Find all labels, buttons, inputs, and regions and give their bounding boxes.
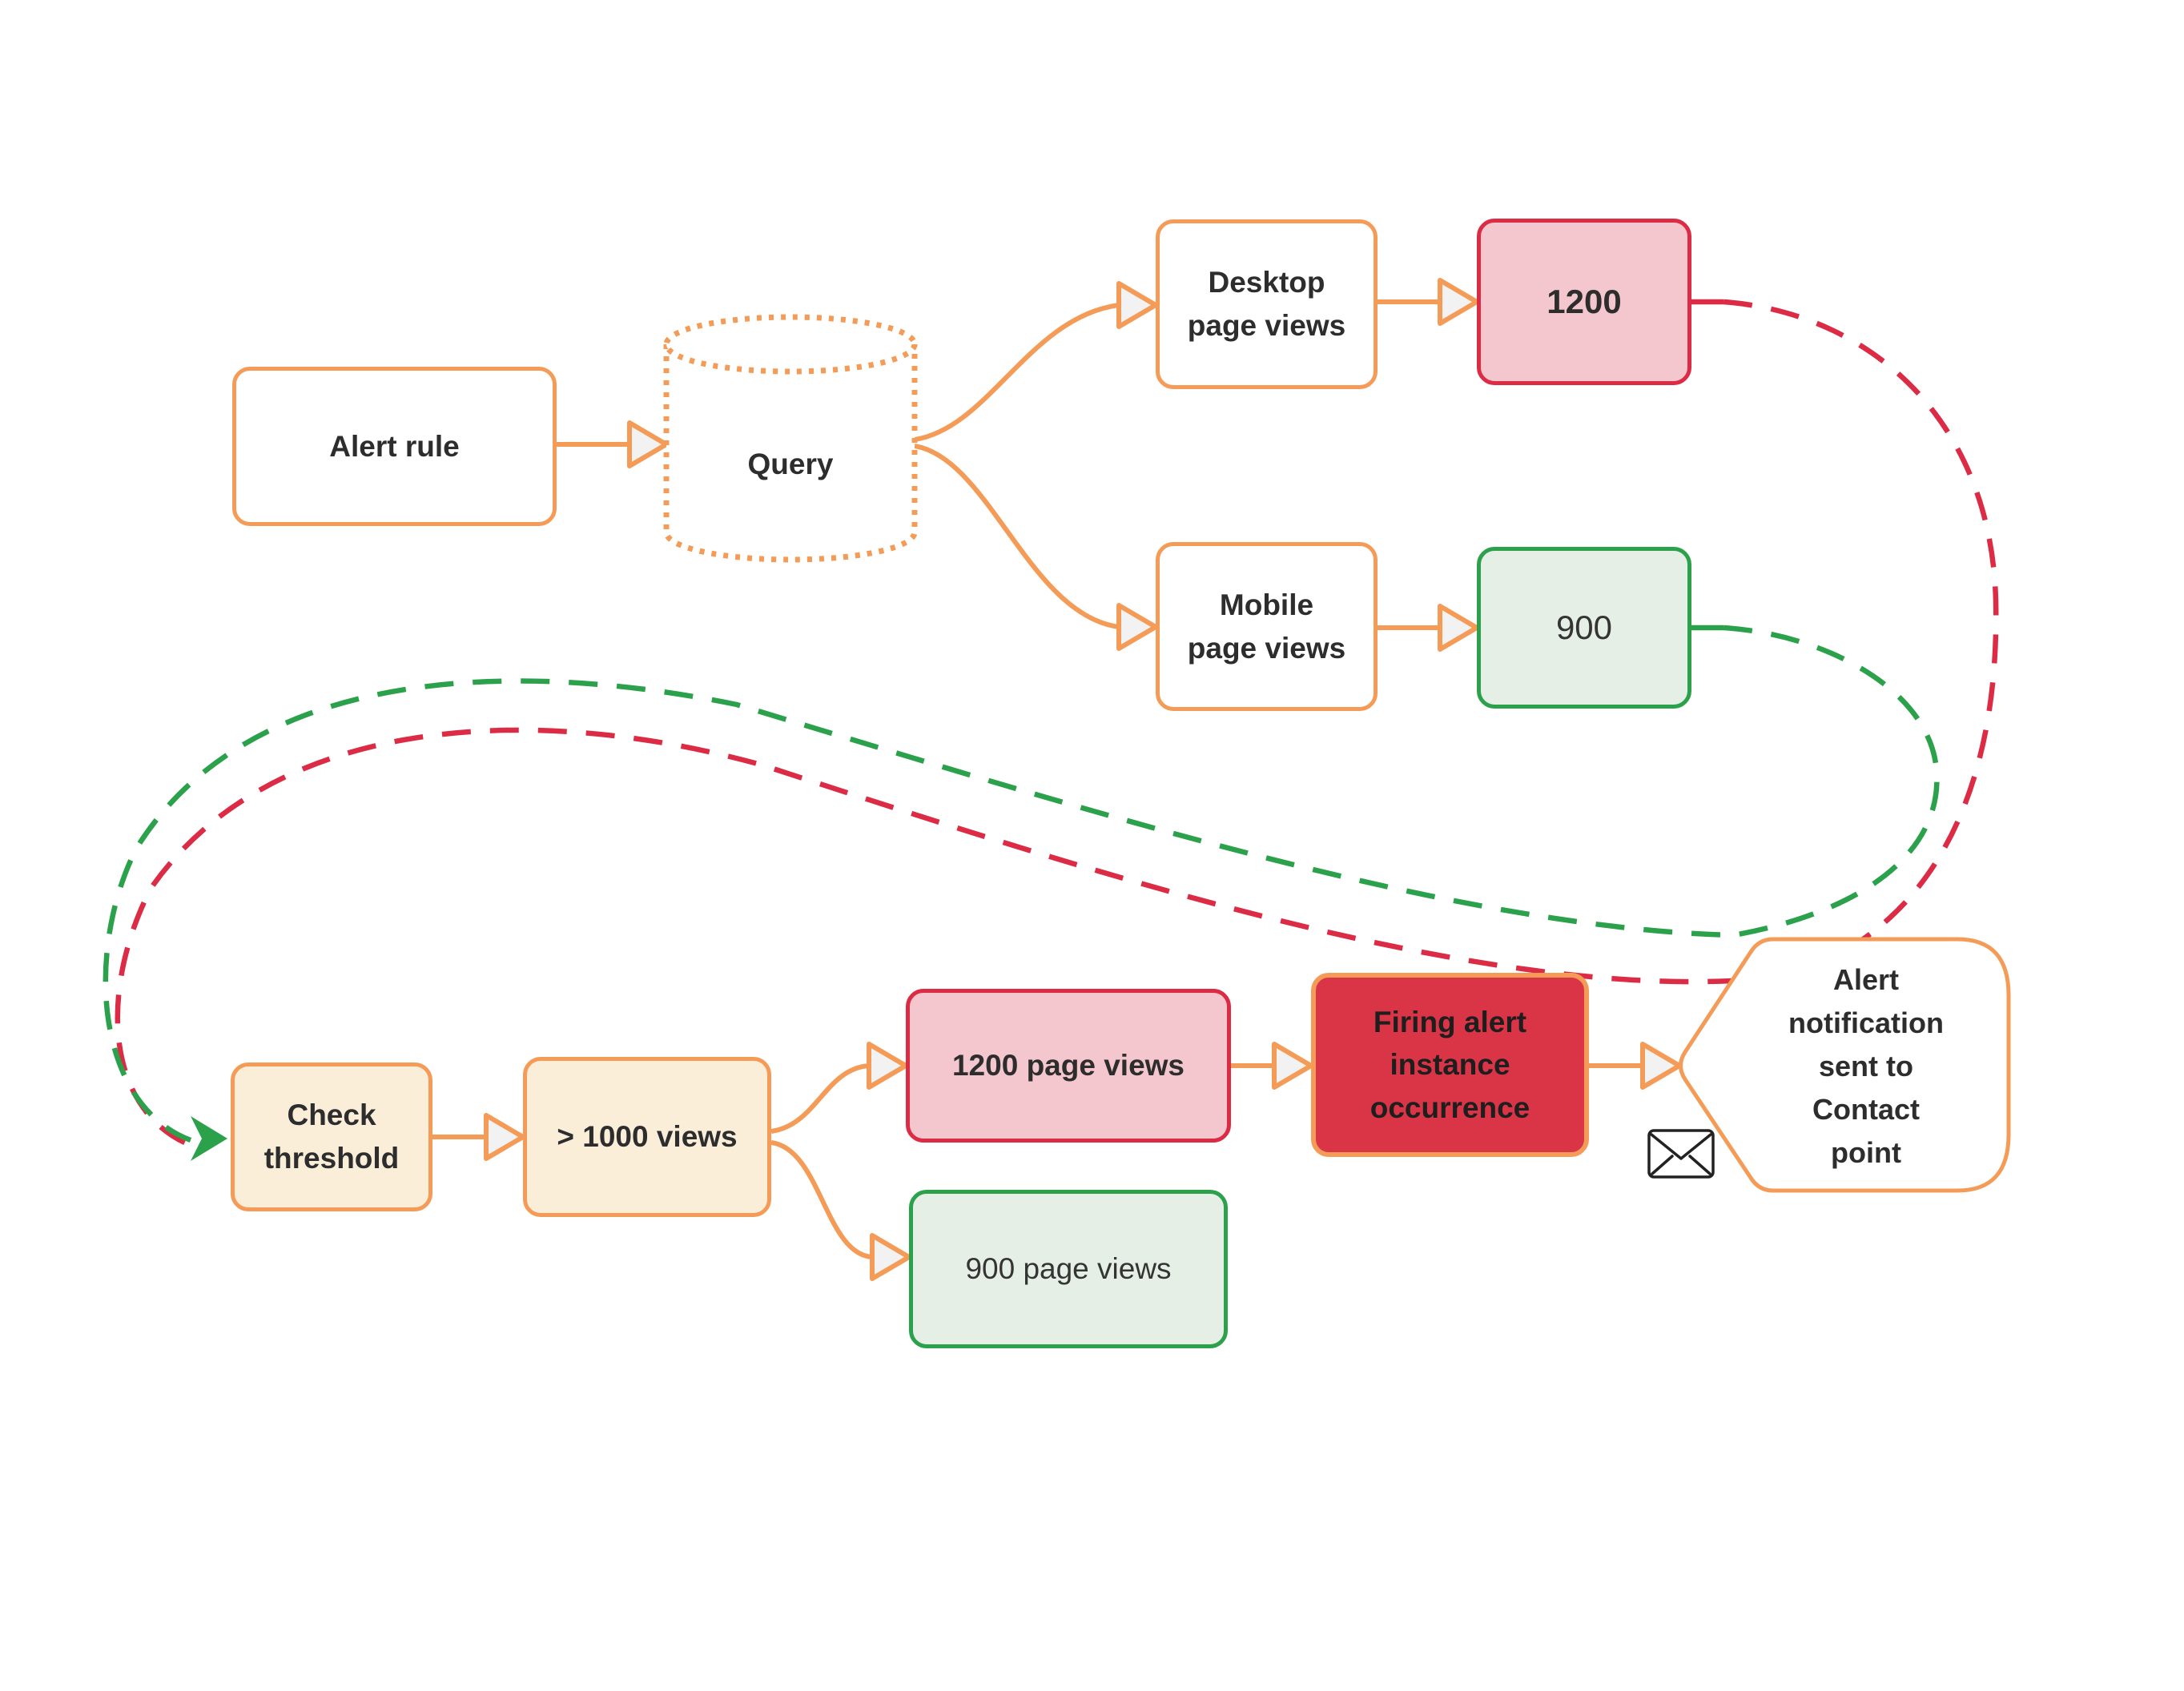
node-check-threshold: Check threshold [231, 1062, 432, 1211]
notification-line-1: Alert [1832, 963, 1900, 996]
arrowhead-mobile [1116, 603, 1158, 651]
arrowhead-1200 [1438, 278, 1479, 326]
notification-line-2: notification [1788, 1006, 1944, 1039]
node-mobile-value: 900 [1477, 547, 1691, 709]
node-mobile-result: 900 page views [909, 1190, 1228, 1348]
node-alert-rule-label: Alert rule [329, 429, 460, 463]
node-desktop-value-label: 1200 [1546, 282, 1622, 320]
node-desktop-value: 1200 [1477, 219, 1691, 385]
node-threshold-condition-label: > 1000 views [557, 1120, 738, 1154]
arrowhead-900pv [870, 1233, 911, 1281]
node-mobile-page-views: Mobile page views [1156, 542, 1378, 711]
node-desktop-page-views: Desktop page views [1156, 219, 1378, 389]
desktop-line-2: page views [1187, 309, 1346, 342]
arrowhead-firing [1272, 1042, 1313, 1090]
node-mobile-value-label: 900 [1555, 608, 1613, 646]
arrowhead-desktop [1116, 281, 1158, 329]
edge-query-to-mobile [914, 444, 1120, 629]
feedback-arrowhead-icon [191, 1116, 227, 1161]
envelope-icon [1647, 1129, 1715, 1179]
node-threshold-condition: > 1000 views [523, 1057, 771, 1217]
check-line-2: threshold [263, 1142, 400, 1175]
edge-900-to-check-threshold [103, 625, 1940, 1143]
edge-1200-to-check-threshold [115, 299, 1999, 1150]
firing-line-1: Firing alert [1373, 1005, 1527, 1038]
node-alert-rule: Alert rule [232, 367, 557, 526]
desktop-line-1: Desktop [1208, 266, 1325, 299]
mobile-line-2: page views [1187, 631, 1346, 665]
node-desktop-result: 1200 page views [906, 989, 1231, 1143]
arrowhead-condition [484, 1113, 525, 1161]
node-alert-notification: Alert notification sent to Contact point [1742, 954, 1990, 1179]
node-query-label: Query [747, 448, 834, 481]
edge-query-to-desktop [914, 303, 1120, 442]
arrowhead-query [627, 420, 669, 468]
arrowhead-notification [1640, 1042, 1682, 1090]
database-cylinder-icon [663, 314, 918, 563]
edge-condition-to-1200pv [770, 1063, 870, 1134]
node-firing-alert: Firing alert instance occurrence [1311, 973, 1589, 1157]
notification-shape [1679, 937, 2011, 1193]
node-desktop-result-label: 1200 page views [951, 1049, 1185, 1082]
edge-condition-to-900pv [770, 1140, 873, 1259]
firing-line-2: instance [1390, 1048, 1510, 1082]
node-mobile-result-label: 900 page views [965, 1252, 1172, 1286]
mobile-line-1: Mobile [1219, 588, 1314, 621]
notification-line-5: point [1831, 1136, 1901, 1169]
notification-line-3: sent to [1818, 1050, 1913, 1082]
notification-line-4: Contact [1812, 1093, 1920, 1126]
arrowhead-900 [1438, 604, 1479, 652]
check-line-1: Check [287, 1099, 376, 1132]
firing-line-3: occurrence [1370, 1091, 1530, 1124]
arrowhead-1200pv [867, 1042, 908, 1090]
